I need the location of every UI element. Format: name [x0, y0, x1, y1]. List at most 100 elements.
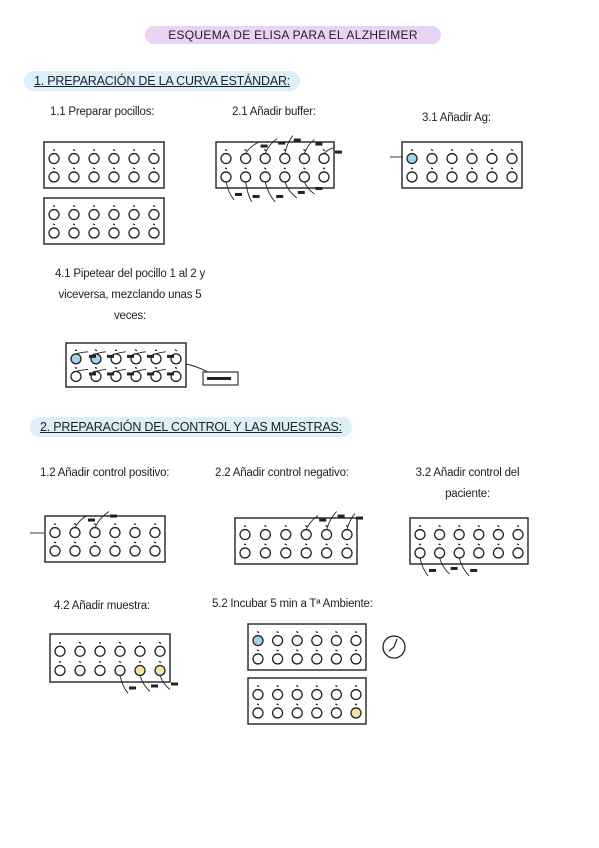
plate-5-2a — [247, 623, 367, 671]
volume-mark — [127, 354, 134, 358]
well — [88, 227, 100, 239]
well-mark — [132, 204, 136, 208]
well-mark — [132, 167, 136, 170]
volume-mark — [337, 514, 345, 518]
plate-frame — [49, 633, 171, 683]
pipette-line — [155, 368, 167, 372]
well — [271, 653, 284, 665]
well — [300, 528, 312, 541]
well-mark — [335, 649, 338, 652]
well — [350, 653, 362, 665]
well-mark — [244, 148, 247, 152]
well-mark — [256, 684, 260, 688]
well-mark — [354, 684, 358, 688]
well — [128, 208, 140, 221]
well — [239, 528, 251, 541]
well-mark — [152, 223, 156, 226]
well-mark — [354, 703, 358, 706]
well-mark — [134, 366, 138, 370]
waste-container — [202, 371, 239, 386]
well-mark — [256, 630, 260, 634]
well — [54, 664, 66, 677]
plate-frame — [234, 517, 358, 565]
well — [426, 152, 438, 165]
well-mark — [264, 543, 267, 546]
plate-3-1 — [401, 141, 523, 189]
well-mark — [263, 167, 267, 170]
well-mark — [74, 349, 78, 352]
well-mark — [52, 148, 56, 152]
well-mark — [335, 630, 338, 634]
well — [473, 528, 485, 541]
well-mark — [72, 148, 76, 152]
well — [466, 152, 478, 165]
pipette-line — [326, 511, 337, 530]
volume-mark — [297, 190, 305, 194]
well-mark — [315, 649, 319, 652]
well-mark — [98, 641, 102, 644]
well — [259, 152, 271, 165]
well-mark — [174, 366, 178, 370]
well-mark — [243, 543, 247, 546]
well — [320, 528, 333, 541]
well-mark — [335, 684, 338, 688]
well — [350, 634, 362, 647]
well-mark — [510, 148, 514, 152]
volume-mark — [107, 372, 114, 376]
well-mark — [256, 649, 260, 652]
well — [350, 707, 362, 719]
well-mark — [152, 148, 156, 152]
well-mark — [477, 543, 481, 546]
pipette-line — [185, 363, 209, 373]
well-mark — [78, 641, 82, 644]
well-mark — [92, 204, 96, 208]
well-mark — [295, 684, 299, 688]
well — [89, 545, 101, 557]
well — [88, 152, 100, 165]
plate-2-2 — [234, 511, 363, 565]
well-mark — [74, 366, 78, 370]
well — [129, 545, 141, 557]
well — [149, 545, 161, 557]
well-mark — [92, 167, 96, 170]
well-mark — [322, 148, 326, 152]
well-mark — [263, 148, 267, 152]
well — [414, 547, 426, 559]
clock-icon — [382, 635, 406, 659]
well — [414, 528, 426, 541]
pipette-line — [419, 557, 429, 577]
well-mark — [72, 204, 76, 208]
well-mark — [72, 167, 76, 170]
well-mark — [284, 543, 288, 546]
well-mark — [438, 524, 441, 528]
well-mark — [315, 684, 319, 688]
well-mark — [132, 148, 136, 152]
pipette-line — [439, 557, 450, 575]
plate-frame — [247, 623, 367, 671]
well-mark — [94, 366, 98, 370]
well — [134, 664, 146, 677]
well — [512, 528, 524, 541]
pipette-line — [303, 181, 315, 195]
plate-1-1b — [43, 197, 165, 245]
well — [512, 547, 524, 559]
pipette-line — [159, 675, 171, 690]
pipette-line — [95, 368, 107, 372]
well-mark — [295, 649, 299, 652]
well — [239, 171, 252, 183]
volume-mark — [335, 150, 342, 154]
well-mark — [304, 524, 308, 528]
well-mark — [276, 684, 279, 688]
well-mark — [224, 148, 228, 152]
well — [170, 370, 182, 383]
pipette-line — [305, 515, 319, 530]
volume-mark — [470, 568, 478, 572]
well — [330, 634, 343, 647]
well — [69, 545, 81, 557]
well-mark — [303, 148, 306, 152]
well — [134, 645, 146, 657]
well — [318, 171, 330, 183]
well-mark — [457, 524, 461, 528]
well — [220, 152, 232, 165]
volume-mark — [315, 142, 323, 146]
